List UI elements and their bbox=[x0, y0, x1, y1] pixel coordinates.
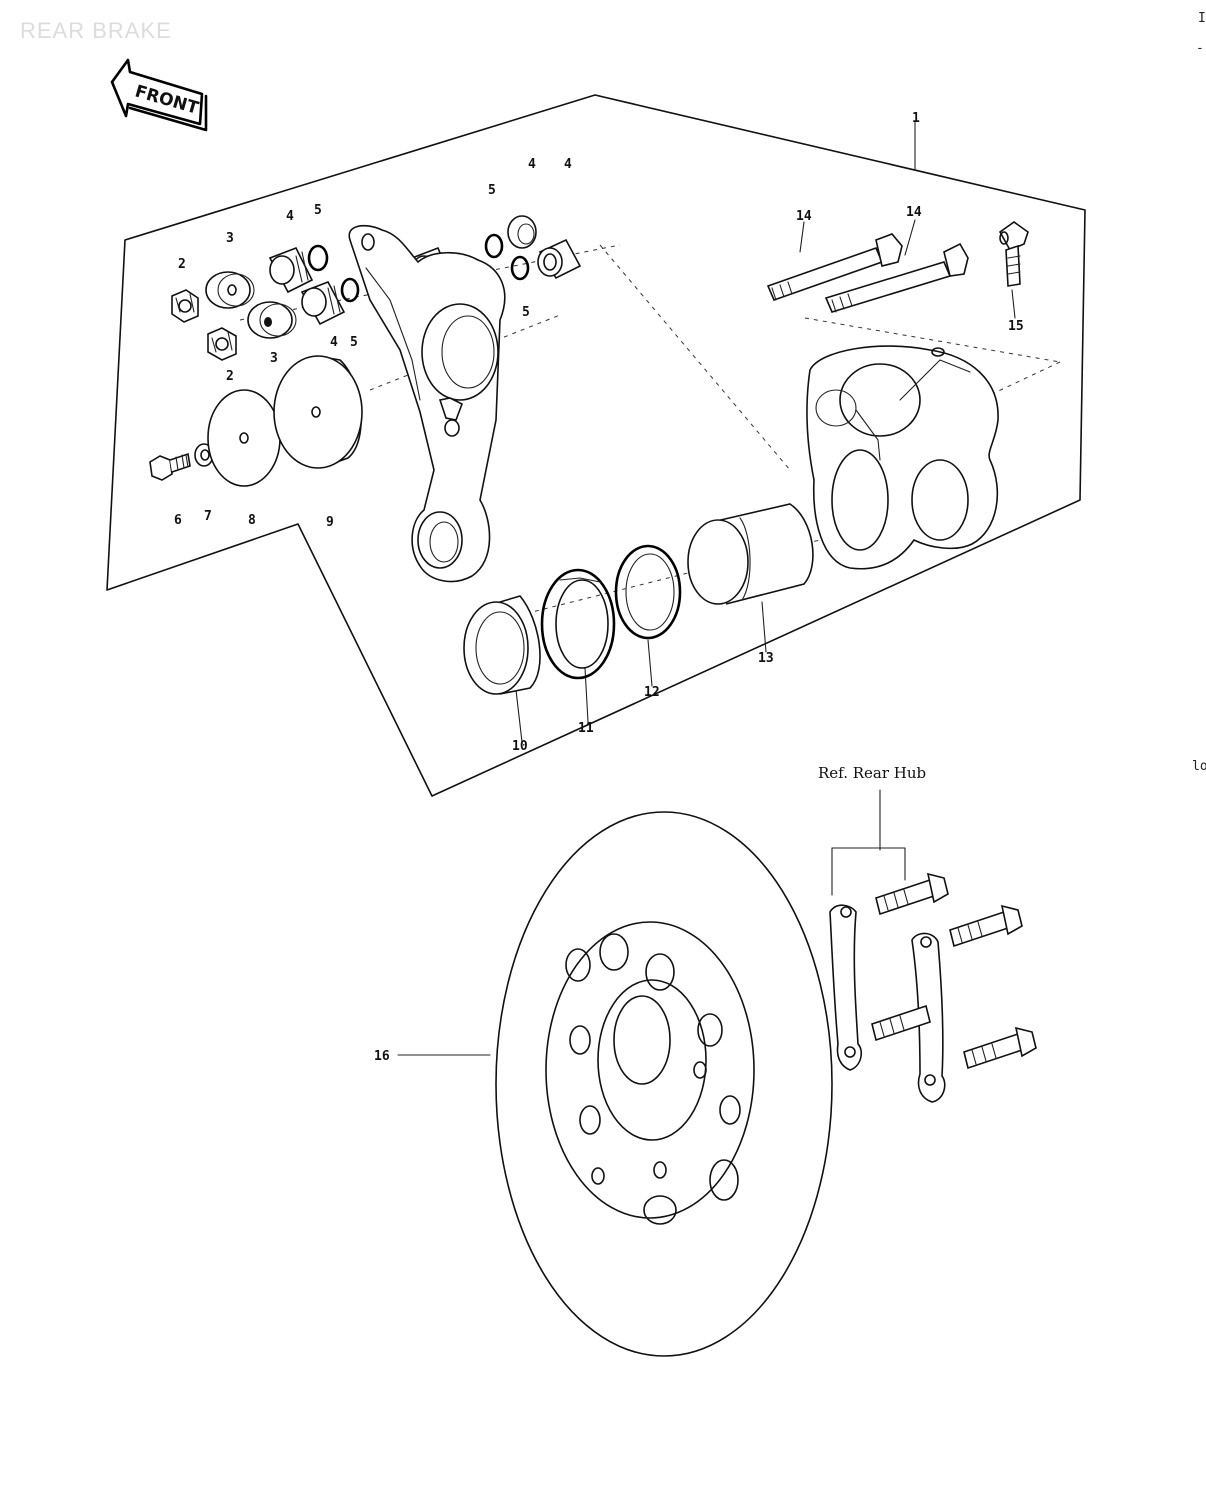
callout-4: 4 bbox=[330, 335, 338, 350]
nut-icon-upper bbox=[171, 289, 199, 323]
dust-ring bbox=[614, 544, 682, 640]
bushing-icon-1 bbox=[268, 246, 314, 294]
washer-icon-upper bbox=[205, 271, 255, 309]
bolt-icon-small bbox=[149, 452, 191, 481]
callout-15: 15 bbox=[1008, 319, 1024, 334]
mounting-bolt-icon-1 bbox=[766, 233, 903, 302]
piston-cup bbox=[463, 595, 541, 695]
callout-2: 2 bbox=[178, 257, 186, 272]
washer-icon-lower bbox=[247, 301, 297, 339]
callout-7: 7 bbox=[204, 509, 212, 524]
bleeder-valve-icon bbox=[998, 221, 1029, 287]
callout-2: 2 bbox=[226, 369, 234, 384]
hub-bolt-icon-2 bbox=[949, 904, 1023, 948]
cover-plate bbox=[207, 389, 281, 487]
callout-4: 4 bbox=[528, 157, 536, 172]
margin-mark-top: I bbox=[1198, 11, 1206, 26]
caliper-bracket bbox=[348, 224, 506, 583]
hub-bolt-icon-3 bbox=[871, 1004, 931, 1042]
callout-5: 5 bbox=[314, 203, 322, 218]
callout-8: 8 bbox=[248, 513, 256, 528]
piston-cap bbox=[273, 355, 363, 469]
callout-12: 12 bbox=[644, 685, 660, 700]
callout-5: 5 bbox=[488, 183, 496, 198]
callout-14: 14 bbox=[796, 209, 812, 224]
caliper-assembly-boundary bbox=[106, 94, 1086, 797]
o-ring-icons bbox=[307, 233, 530, 303]
callout-9: 9 bbox=[326, 515, 334, 530]
callout-10: 10 bbox=[512, 739, 528, 754]
callout-5: 5 bbox=[522, 305, 530, 320]
callout-13: 13 bbox=[758, 651, 774, 666]
callout-6: 6 bbox=[174, 513, 182, 528]
brake-disc bbox=[495, 811, 833, 1357]
callout-4: 4 bbox=[286, 209, 294, 224]
front-label: FRONT bbox=[133, 82, 201, 119]
callout-14: 14 bbox=[906, 205, 922, 220]
bushing-icon-6 bbox=[537, 238, 582, 280]
piston-seal bbox=[540, 568, 616, 680]
callout-5: 5 bbox=[350, 335, 358, 350]
callout-1: 1 bbox=[912, 111, 920, 126]
brake-piston bbox=[687, 503, 814, 605]
callout-labels: 1 2 2 3 3 4 4 4 4 5 5 5 5 6 7 8 9 10 11 … bbox=[174, 111, 1024, 1064]
ref-rear-hub-label: Ref. Rear Hub bbox=[818, 764, 926, 782]
callout-11: 11 bbox=[578, 721, 594, 736]
callout-16: 16 bbox=[374, 1049, 390, 1064]
hub-bolt-icon-4 bbox=[963, 1026, 1037, 1070]
bushing-icon-5 bbox=[507, 215, 537, 249]
callout-3: 3 bbox=[270, 351, 278, 366]
margin-mark-dash: - bbox=[1196, 41, 1204, 56]
callout-3: 3 bbox=[226, 231, 234, 246]
margin-mark-side: lo bbox=[1192, 759, 1206, 774]
diagram-title: REAR BRAKE bbox=[20, 18, 172, 43]
lock-plate-upper bbox=[829, 904, 863, 1071]
front-direction-arrow-icon: FRONT bbox=[110, 58, 208, 132]
mounting-bolt-icon-2 bbox=[824, 242, 969, 313]
callout-4: 4 bbox=[564, 157, 572, 172]
nut-icon-lower bbox=[207, 327, 237, 361]
hub-bolt-icon-1 bbox=[875, 872, 949, 916]
bushing-icon-2 bbox=[300, 280, 346, 326]
caliper-body bbox=[806, 345, 999, 570]
